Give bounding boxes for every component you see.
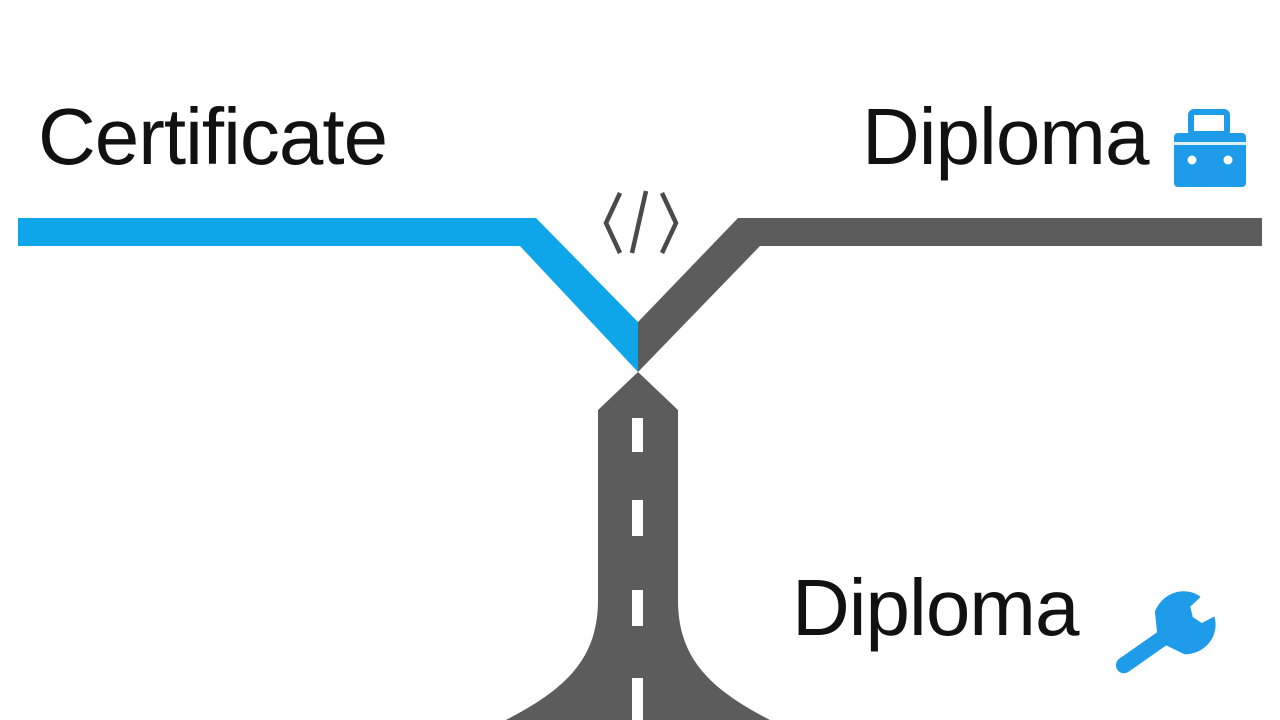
- wrench-icon-jaw: [1154, 591, 1216, 655]
- diploma-label-top: Diploma: [862, 92, 1149, 181]
- diploma-path: [638, 218, 1262, 372]
- toolbox-icon-latch-left: [1187, 155, 1197, 165]
- lane-dash: [632, 418, 643, 452]
- lane-dash: [632, 678, 643, 720]
- certificate-path: [18, 218, 638, 372]
- lane-dash: [632, 590, 643, 626]
- diploma-label-bottom: Diploma: [792, 563, 1079, 652]
- certificate-label: Certificate: [38, 92, 388, 181]
- toolbox-icon-band: [1174, 142, 1246, 145]
- wrench-icon: [1115, 591, 1216, 674]
- lane-dash: [632, 500, 643, 536]
- road-lane-markings: [632, 418, 643, 720]
- code-icon-right-bracket: [659, 192, 679, 254]
- code-icon-slash: [629, 190, 649, 254]
- wrench-icon-shaft: [1115, 630, 1170, 674]
- code-icon: [603, 190, 679, 254]
- toolbox-icon-handle: [1188, 109, 1230, 137]
- toolbox-icon: [1174, 109, 1246, 187]
- toolbox-icon-latch-right: [1223, 155, 1233, 165]
- toolbox-icon-body: [1174, 133, 1246, 187]
- road-trunk: [506, 372, 770, 720]
- code-icon-left-bracket: [603, 192, 623, 254]
